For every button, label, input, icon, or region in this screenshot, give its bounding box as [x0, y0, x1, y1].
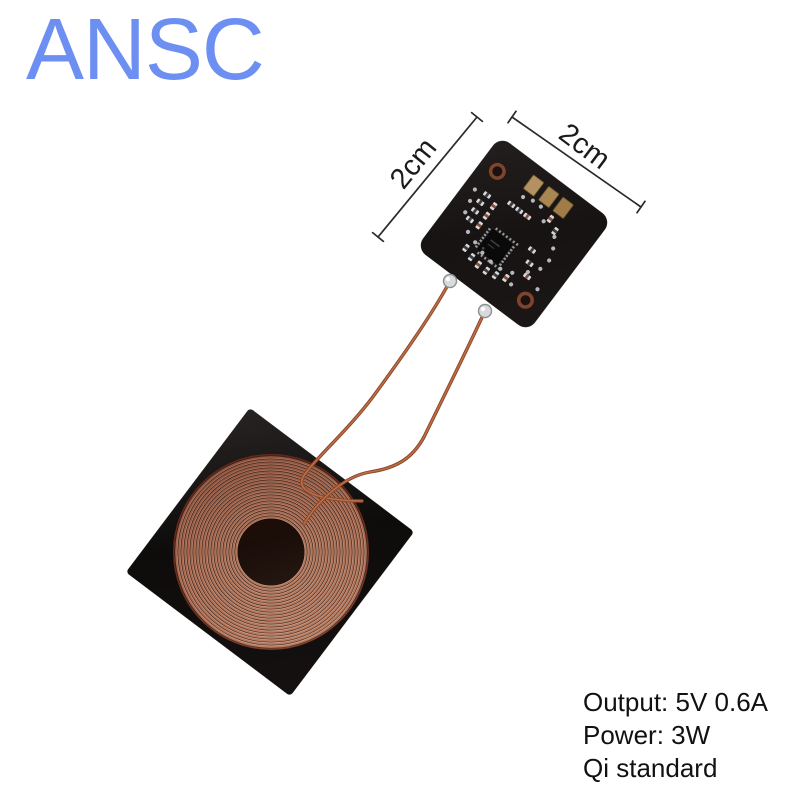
spec-output: Output: 5V 0.6A — [583, 687, 769, 717]
smd-components — [462, 187, 559, 292]
dimension-line-right — [511, 116, 642, 208]
dimension-line-left — [377, 116, 478, 238]
solder-joints — [442, 273, 493, 319]
mounting-hole-icon — [487, 161, 507, 181]
mounting-hole-icon — [515, 290, 535, 310]
controller-ic — [474, 227, 519, 271]
spec-standard: Qi standard — [583, 753, 718, 783]
lead-wires — [300, 279, 487, 526]
gold-contact-pads — [523, 174, 574, 219]
receiver-pcb — [420, 140, 608, 328]
brand-logo: ANSC — [26, 1, 265, 98]
spec-power: Power: 3W — [583, 720, 711, 750]
dimension-lines — [371, 110, 646, 243]
product-specs: Output: 5V 0.6A Power: 3W Qi standard — [583, 686, 768, 785]
